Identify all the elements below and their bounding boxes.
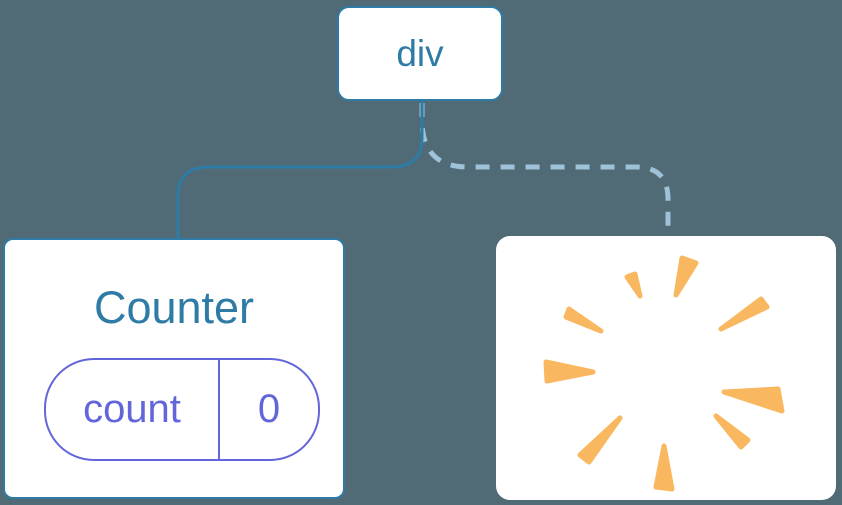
div-node-label: div <box>396 32 444 74</box>
poof-ray-top <box>673 255 699 298</box>
state-pill-key: count <box>46 360 220 459</box>
tree-node-counter: Counter count 0 <box>3 238 345 499</box>
poof-ray-upper-right <box>718 296 770 332</box>
poof-ray-upper-left <box>563 306 604 334</box>
tree-node-removed <box>496 236 836 500</box>
poof-ray-top-left-small <box>624 271 643 299</box>
edge-solid-kept <box>176 99 424 241</box>
edge-dashed-removed <box>419 103 671 236</box>
state-pill-value: 0 <box>257 387 281 431</box>
poof-explosion-icon <box>543 255 785 492</box>
state-pill: count 0 <box>44 358 320 461</box>
poof-ray-left <box>543 359 596 384</box>
poof-ray-right <box>721 386 785 414</box>
poof-ray-lower-left <box>577 415 623 465</box>
poof-ray-bottom <box>653 443 675 492</box>
poof-ray-lower-right <box>713 413 751 450</box>
tree-node-div: div <box>337 6 503 101</box>
counter-node-title: Counter <box>93 282 255 333</box>
